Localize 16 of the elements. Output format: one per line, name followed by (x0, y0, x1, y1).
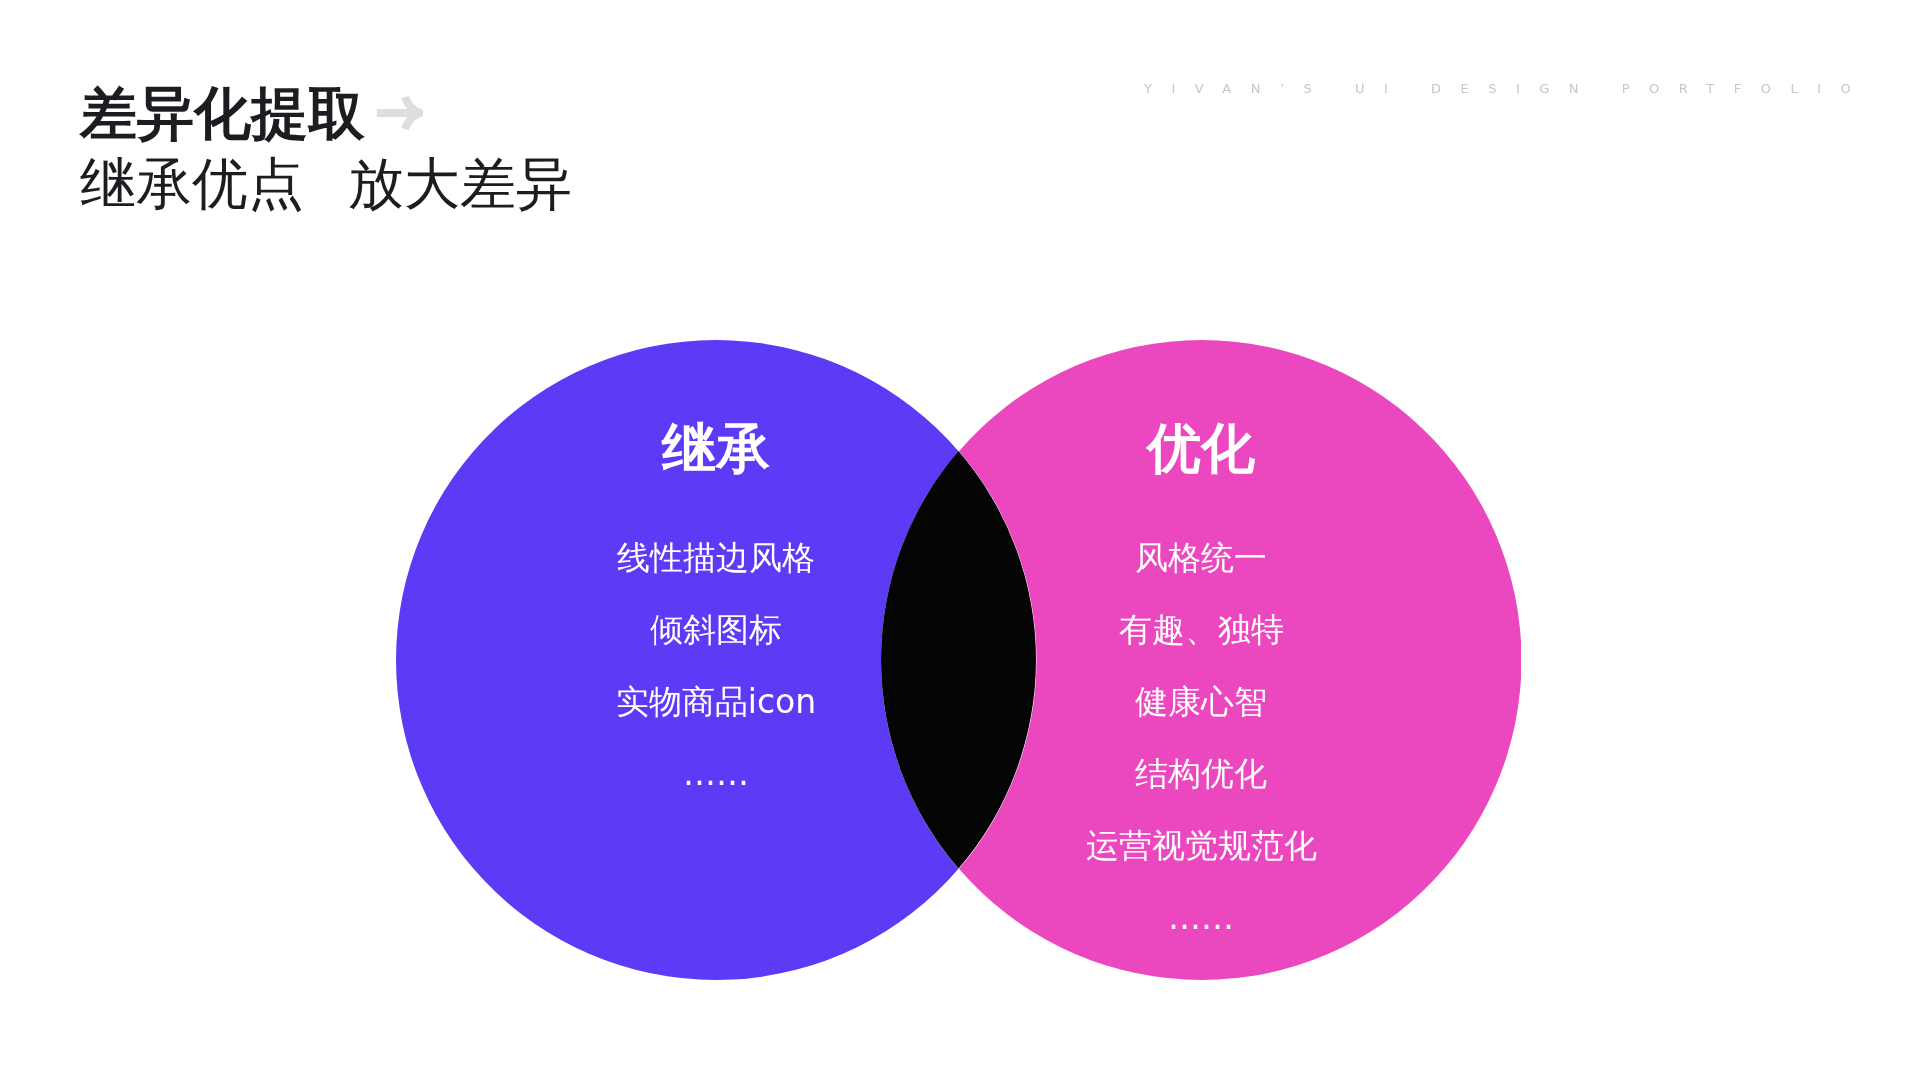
feature-label: 结构优化 (1135, 754, 1267, 794)
feature-label: 实物商品icon (615, 682, 817, 722)
overlap-lens (881, 451, 1036, 869)
title-text: 差异化提取 (80, 80, 365, 146)
feature-label: 线性描边风格 (617, 538, 815, 578)
feature-label: 有趣、独特 (1118, 610, 1284, 650)
feature-label: …… (1168, 898, 1234, 938)
header-text: YIVAN’S UI DESIGN PORTFOLIO (1144, 80, 1871, 98)
circle-heading: 继承 (662, 418, 770, 480)
feature-label: 风格统一 (1135, 538, 1267, 578)
circle-heading: 优化 (1147, 418, 1255, 480)
feature-label: 运营视觉规范化 (1085, 826, 1317, 866)
feature-label: 倾斜图标 (650, 610, 782, 650)
feature-label: …… (683, 754, 749, 794)
subtitle-text: 继承优点 放大差异 (80, 150, 572, 218)
feature-label: 健康心智 (1135, 682, 1267, 722)
